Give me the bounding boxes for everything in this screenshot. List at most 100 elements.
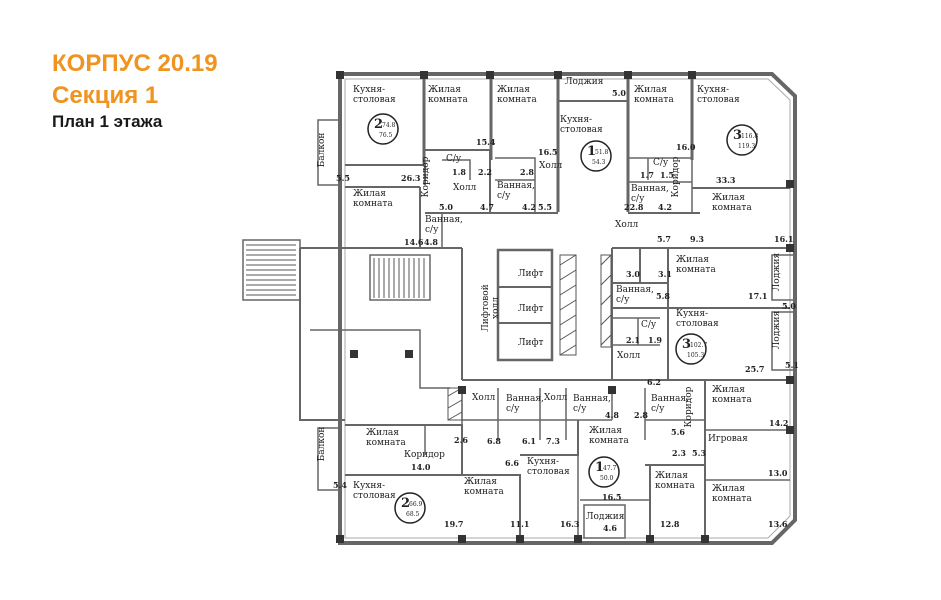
room-area: 9.3	[690, 234, 704, 244]
room-area: 14.2	[769, 418, 788, 428]
room-area: 2.1	[626, 335, 640, 345]
room-label: Кухня-столовая	[527, 457, 570, 477]
room-area: 13.6	[768, 519, 788, 529]
room-label: Ванная,с/у	[425, 215, 463, 235]
room-area: 2.8	[520, 167, 534, 177]
room-label: Лифт	[518, 304, 544, 314]
room-label: Кухня-столовая	[676, 309, 719, 329]
room-area: 6.2	[647, 377, 661, 387]
room-label: Ванная,с/у	[651, 394, 689, 414]
room-area: 19.7	[444, 519, 463, 529]
room-area: 4.6	[603, 523, 617, 533]
apartment-living-area: 74.8	[382, 122, 396, 129]
apartment-badge: 147.750.0	[588, 456, 620, 488]
building-title: КОРПУС 20.19	[52, 50, 218, 77]
room-label: Ванная,с/у	[631, 184, 669, 204]
columns	[336, 71, 794, 543]
room-area: 5.1	[785, 360, 799, 370]
apartment-badge: 274.876.5	[367, 113, 399, 145]
room-area: 6.6	[505, 458, 519, 468]
apartment-total-area: 105.3	[687, 352, 704, 359]
room-label: Ванная,с/у	[573, 394, 611, 414]
room-area: 17.1	[748, 291, 767, 301]
room-area: 6.1	[522, 436, 536, 446]
apartment-badge: 266.9 68.5	[394, 492, 426, 524]
room-area: 5.8	[656, 291, 670, 301]
room-label: Холл	[617, 351, 641, 361]
apartment-rooms: 1	[587, 144, 596, 159]
room-label: Лоджия	[565, 77, 604, 87]
room-area: 3.0	[626, 269, 640, 279]
room-area: 5.7	[657, 234, 671, 244]
room-area: 2.3	[672, 448, 686, 458]
room-area: 1.5	[660, 170, 674, 180]
room-area: 5.5	[538, 202, 552, 212]
room-area: 5.3	[692, 448, 706, 458]
room-area: 5.6	[671, 427, 685, 437]
room-area: 2.8	[634, 410, 648, 420]
room-label: С/у	[446, 154, 462, 164]
room-area: 16.5	[538, 147, 557, 157]
apartment-total-area: 68.5	[406, 511, 420, 518]
room-label: Игровая	[708, 434, 748, 444]
room-area: 2.2	[478, 167, 492, 177]
vertical-room-label: Коридор	[671, 156, 681, 197]
apartment-total-area: 54.3	[592, 159, 606, 166]
room-area: 5.4	[333, 480, 347, 490]
vertical-room-label: Лифтовойхолл	[481, 284, 501, 331]
stairs	[246, 244, 612, 421]
room-area: 33.3	[716, 175, 736, 185]
room-area: 13.0	[768, 468, 788, 478]
room-area: 5.0	[612, 88, 626, 98]
apartment-rooms: 3	[733, 128, 742, 143]
apartment-living-area: 102.7	[690, 342, 707, 349]
room-area: 5.5	[336, 173, 350, 183]
room-label: Кухня-столовая	[353, 481, 396, 501]
vertical-room-label: Коридор	[421, 156, 431, 197]
room-area: 14.6	[404, 237, 424, 247]
apartment-living-area: 51.8	[595, 149, 609, 156]
apartment-rooms: 1	[595, 460, 604, 475]
room-label: Кухня-столовая	[353, 85, 396, 105]
room-area: 26.3	[401, 173, 421, 183]
room-area: 2.6	[454, 435, 468, 445]
room-area: 1.8	[452, 167, 466, 177]
room-area: 5.0	[439, 202, 453, 212]
room-label: Лоджия	[586, 512, 625, 522]
apartment-living-area: 66.9	[409, 501, 423, 508]
room-area: 1.7	[640, 170, 654, 180]
room-area: 4.8	[424, 237, 438, 247]
vertical-room-label: Лоджия	[772, 252, 782, 291]
room-label: С/у	[653, 158, 669, 168]
room-label: Коридор	[404, 450, 445, 460]
room-area: 6.8	[487, 436, 501, 446]
room-label: Лифт	[518, 269, 544, 279]
plan-title: План 1 этажа	[52, 112, 163, 131]
apartment-rooms: 2	[401, 496, 410, 511]
vertical-room-label: Балкон	[317, 133, 327, 168]
room-area: 12.8	[660, 519, 680, 529]
room-label: Кухня-столовая	[697, 85, 740, 105]
room-area: 15.4	[476, 137, 496, 147]
room-label: Лифт	[518, 338, 544, 348]
apartment-rooms: 2	[374, 117, 383, 132]
apartment-living-area: 116.8	[741, 133, 758, 140]
room-label: С/у	[641, 320, 657, 330]
apartment-total-area: 119.3	[738, 143, 755, 150]
section-title: Секция 1	[52, 82, 159, 109]
room-label: Кухня-столовая	[560, 115, 603, 135]
room-label: Холл	[615, 220, 639, 230]
